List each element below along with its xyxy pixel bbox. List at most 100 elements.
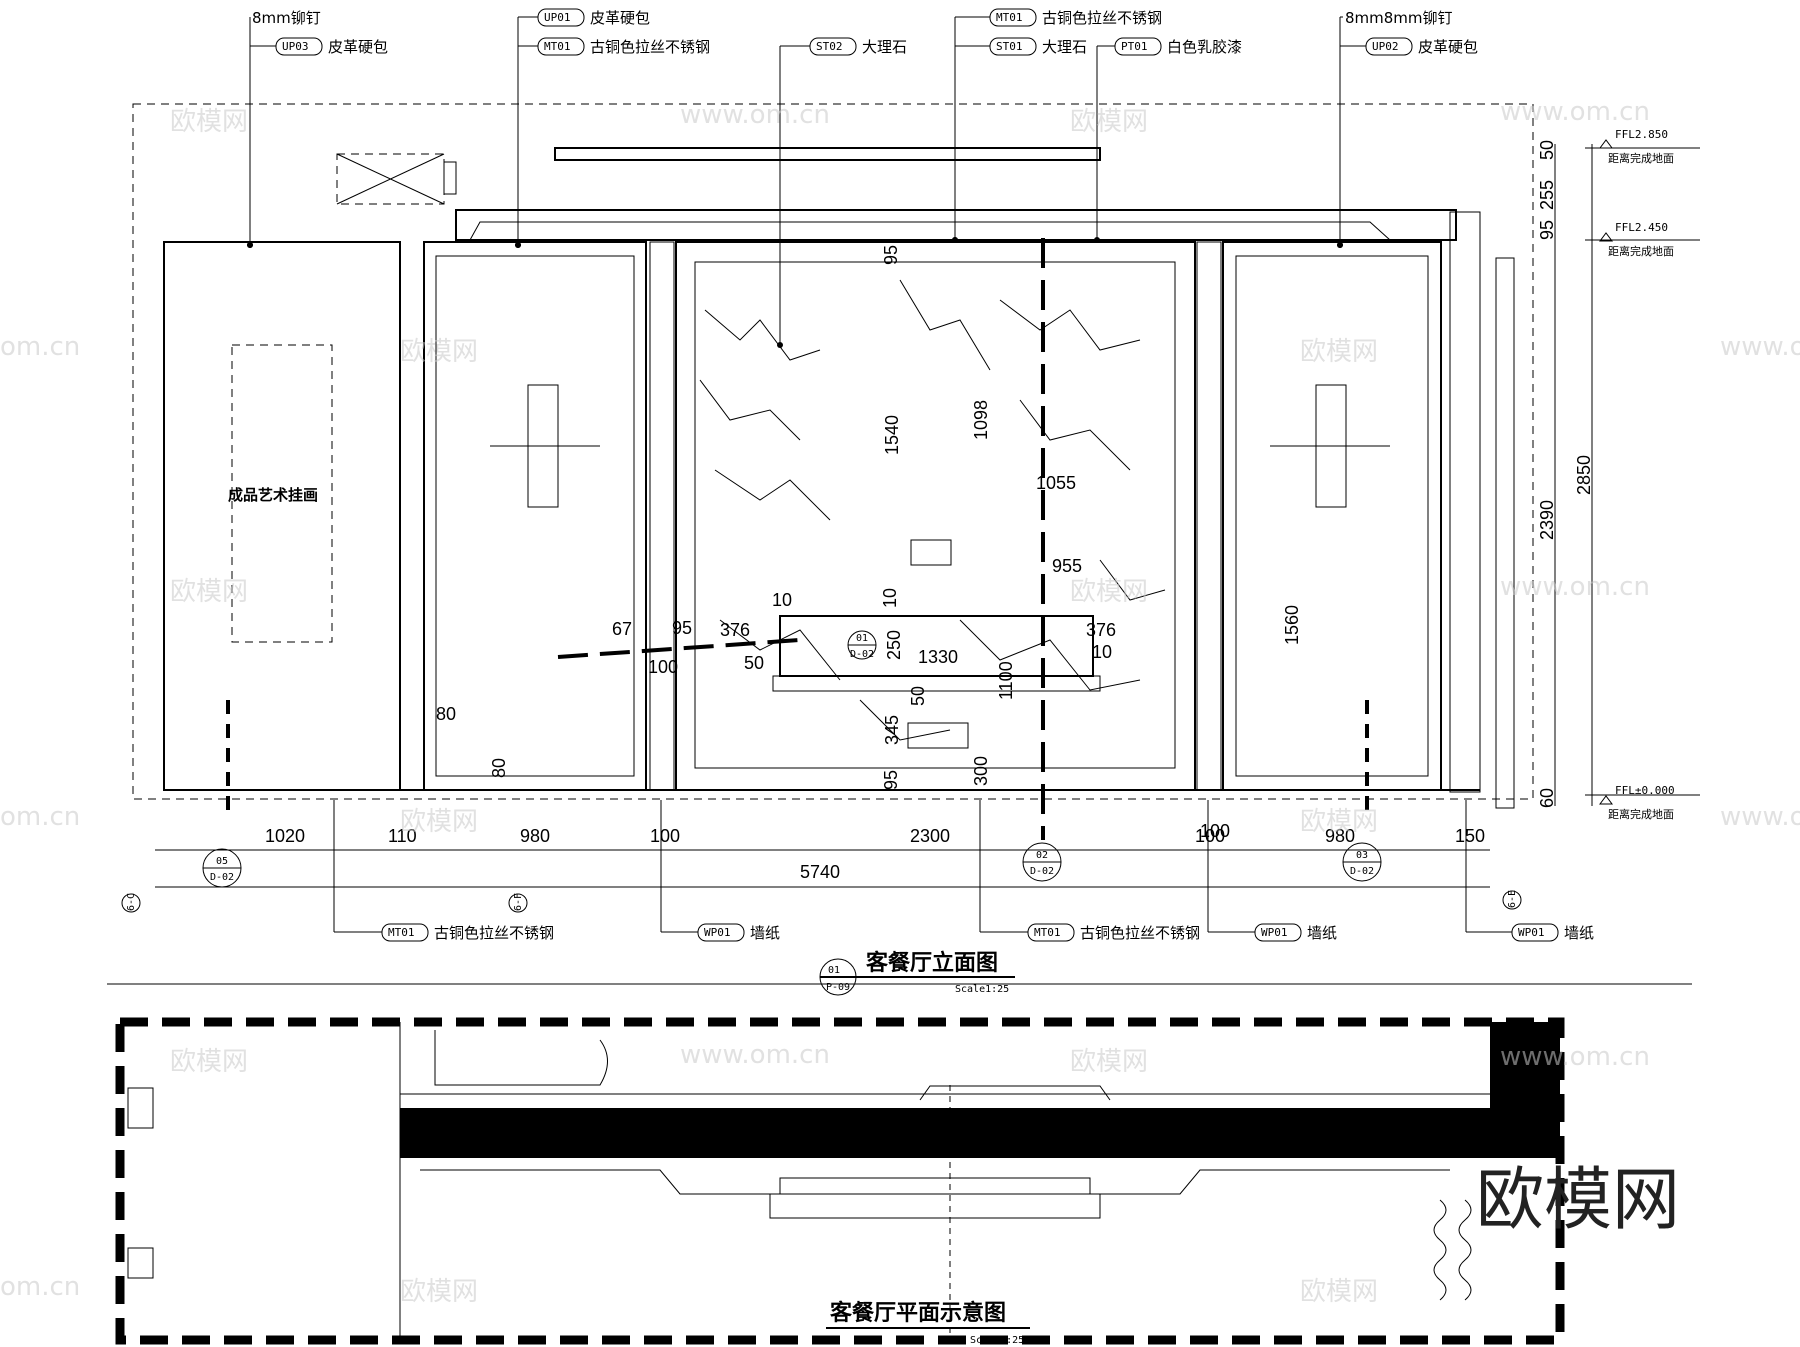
dimension-label: 1055 <box>1036 473 1076 493</box>
section-number: 01 <box>856 633 868 644</box>
axis-label: 6-E <box>1507 890 1518 908</box>
marble-veins <box>699 279 1166 741</box>
dimension-label: 255 <box>1537 180 1557 210</box>
section-sheet: D-02 <box>1030 866 1054 877</box>
dimension-label: 300 <box>971 756 991 786</box>
section-sheet: D-02 <box>1350 866 1374 877</box>
tag-code: PT01 <box>1121 40 1148 53</box>
dimension-label: 10 <box>772 590 792 610</box>
tag-code: UP02 <box>1372 40 1399 53</box>
tag-text: 古铜色拉丝不锈钢 <box>434 924 554 942</box>
dimension-label: 2850 <box>1574 455 1594 495</box>
dimension-label: 50 <box>1537 140 1557 160</box>
elevation-drawing <box>132 103 1534 840</box>
axis-mark: 6-C <box>121 893 141 913</box>
dimension-label: 1540 <box>882 415 902 455</box>
tag-code: WP01 <box>1261 926 1288 939</box>
ac-grille-icon <box>443 161 457 195</box>
drawing-number: 01 <box>828 965 840 976</box>
tag-code: MT01 <box>1034 926 1061 939</box>
ceiling-strip <box>455 209 1457 241</box>
dimension-label: 95 <box>672 618 692 638</box>
dimension-lines <box>155 144 1700 888</box>
svg-text:om.cn: om.cn <box>0 802 80 832</box>
plan-outline <box>115 1017 1565 1345</box>
shelf-board <box>772 675 1101 692</box>
dimension-label: 100 <box>648 657 678 677</box>
dimension-label: 1560 <box>1282 605 1302 645</box>
level-value: FFL2.850 <box>1615 128 1668 141</box>
curtain-icon <box>1433 1199 1447 1301</box>
tag-text: 墙纸 <box>1307 924 1337 942</box>
level-note: 距离完成地面 <box>1608 244 1674 258</box>
tag-code: ST02 <box>816 40 843 53</box>
dimension-label: 980 <box>1325 826 1355 846</box>
socket-lower-icon <box>907 722 969 749</box>
dimension-label: 95 <box>881 245 901 265</box>
section-mark: 01D-02 <box>847 630 877 660</box>
axis-mark: 6-F <box>508 893 528 913</box>
tv-console <box>779 615 1094 677</box>
dimension-label: 95 <box>881 770 901 790</box>
marble-panel <box>675 241 1196 791</box>
svg-text:欧模网: 欧模网 <box>170 577 248 607</box>
plan-scale: Scale1:25 <box>970 1335 1024 1346</box>
socket-icon <box>910 539 952 566</box>
svg-text:欧模网: 欧模网 <box>400 337 478 367</box>
svg-text:欧模网: 欧模网 <box>170 1047 248 1077</box>
tag-code: UP03 <box>282 40 309 53</box>
section-mark: 02D-02 <box>1022 842 1062 882</box>
tag-code: MT01 <box>388 926 415 939</box>
tag-code: WP01 <box>1518 926 1545 939</box>
svg-text:www.om.cn: www.om.cn <box>1500 97 1650 127</box>
material-tag: WP01 墙纸 <box>1207 800 1337 942</box>
tag-text: 古铜色拉丝不锈钢 <box>1042 9 1162 27</box>
svg-text:om.cn: om.cn <box>0 332 80 362</box>
tag-code: WP01 <box>704 926 731 939</box>
svg-text:om.cn: om.cn <box>0 1272 80 1302</box>
section-number: 03 <box>1356 850 1368 861</box>
top-cornice <box>554 147 1101 161</box>
tag-text: 大理石 <box>862 38 907 56</box>
axis-marks: 6-C 6-F 6-E <box>121 890 1522 913</box>
dimension-label: 67 <box>612 619 632 639</box>
svg-text:欧模网: 欧模网 <box>1070 1047 1148 1077</box>
brand-watermark: 欧模网 <box>1476 1161 1680 1240</box>
dimension-label: 980 <box>520 826 550 846</box>
svg-text:欧模网: 欧模网 <box>1300 807 1378 837</box>
dimension-label: 250 <box>884 630 904 660</box>
section-number: 02 <box>1036 850 1048 861</box>
material-tag: MT01 古铜色拉丝不锈钢 <box>979 800 1200 942</box>
plan-title-block: 客餐厅平面示意图 Scale1:25 <box>826 1300 1030 1346</box>
section-mark: 03D-02 <box>1342 842 1382 882</box>
dimension-label: 2390 <box>1537 500 1557 540</box>
svg-text:www.om.cn: www.om.cn <box>1500 1042 1650 1072</box>
plan-title: 客餐厅平面示意图 <box>830 1300 1006 1326</box>
tag-code: UP01 <box>544 11 571 24</box>
dimension-label: 1098 <box>971 400 991 440</box>
tag-code: MT01 <box>996 11 1023 24</box>
axis-mark: 6-E <box>1502 890 1522 910</box>
left-leather-panel <box>423 241 647 791</box>
svg-text:www.om.cn: www.om.cn <box>1720 332 1800 362</box>
dimension-label: 1330 <box>918 647 958 667</box>
dimension-label: 150 <box>1455 826 1485 846</box>
level-note: 距离完成地面 <box>1608 807 1674 821</box>
elevation-title-block: 01 P-09 客餐厅立面图 Scale1:25 <box>819 950 1015 996</box>
axis-label: 6-C <box>126 893 137 911</box>
tag-text: 古铜色拉丝不锈钢 <box>1080 924 1200 942</box>
svg-text:欧模网: 欧模网 <box>1300 1277 1378 1307</box>
art-frame <box>231 344 333 643</box>
right-column <box>1449 211 1481 793</box>
dimension-label: 345 <box>882 715 902 745</box>
